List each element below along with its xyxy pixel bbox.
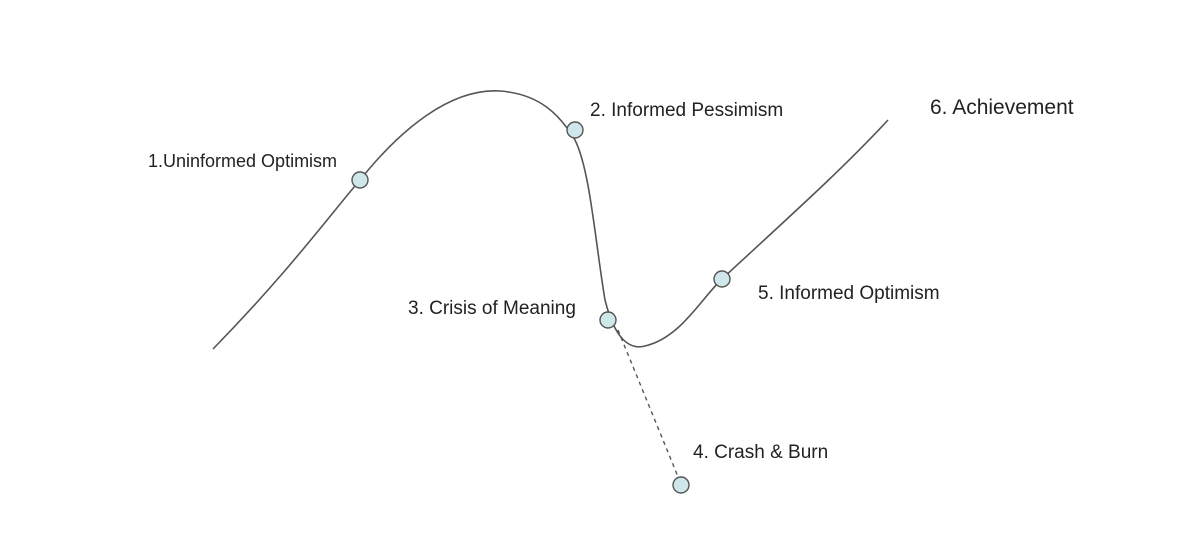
stage-3-label: 3. Crisis of Meaning bbox=[408, 298, 576, 319]
stage-3-marker bbox=[599, 311, 617, 329]
stage-5-label: 5. Informed Optimism bbox=[758, 283, 940, 304]
stage-2-label: 2. Informed Pessimism bbox=[590, 100, 783, 121]
crash-dashed-line bbox=[617, 329, 682, 485]
stage-2-marker bbox=[566, 121, 584, 139]
stage-5-marker bbox=[713, 270, 731, 288]
stage-1-label: 1.Uninformed Optimism bbox=[148, 151, 337, 171]
stage-4-marker bbox=[672, 476, 690, 494]
stage-4-label: 4. Crash & Burn bbox=[693, 442, 828, 463]
stage-6-label: 6. Achievement bbox=[930, 96, 1074, 119]
stage-1-marker bbox=[351, 171, 369, 189]
